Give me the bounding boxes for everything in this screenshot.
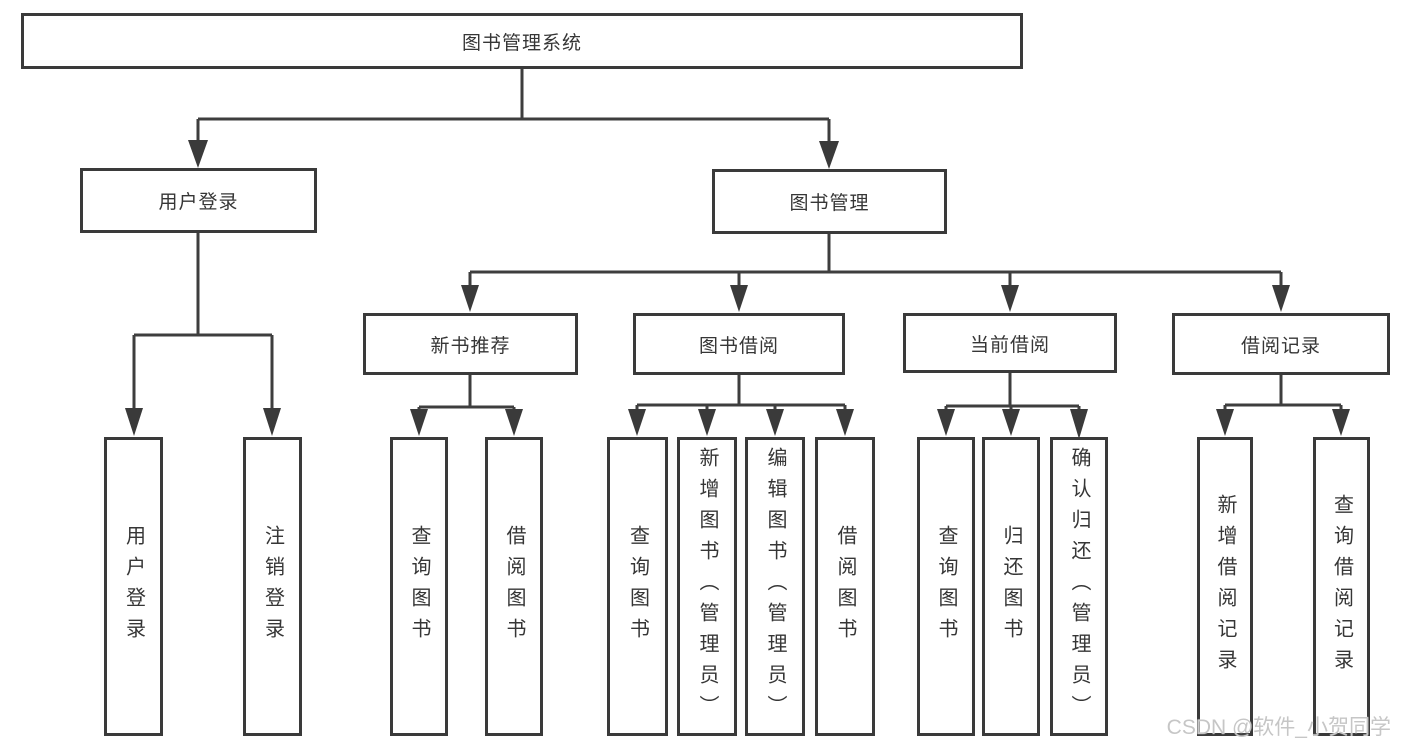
- leaf-query-books-1-label: 查询图书: [408, 524, 430, 649]
- edge-bookmgmt-children: [468, 234, 1283, 288]
- arrowhead: [410, 409, 428, 436]
- leaf-query-books-3-label: 查询图书: [935, 524, 957, 649]
- leaf-user-login-label: 用户登录: [122, 524, 145, 649]
- leaf-query-borrow-record-label: 查询借阅记录: [1330, 493, 1353, 680]
- csdn-watermark: CSDN @软件_小贺同学: [1166, 716, 1391, 739]
- edge-records-children: [1223, 375, 1343, 414]
- leaf-return-books-label: 归还图书: [1000, 524, 1022, 649]
- arrowhead: [766, 409, 784, 436]
- arrowhead: [1070, 409, 1088, 439]
- arrowhead: [1002, 409, 1020, 436]
- node-new-book-recommend: 新书推荐: [363, 313, 578, 375]
- arrowhead: [819, 141, 839, 169]
- arrowhead: [1332, 409, 1350, 436]
- arrowhead: [461, 285, 479, 312]
- leaf-borrow-books-1: 借阅图书: [485, 437, 543, 736]
- leaf-query-books-1: 查询图书: [390, 437, 448, 736]
- node-user-login: 用户登录: [80, 168, 317, 233]
- node-current-borrowing-label: 当前借阅: [969, 334, 1050, 356]
- arrowhead: [937, 409, 955, 436]
- arrowhead: [628, 409, 646, 436]
- node-new-book-recommend-label: 新书推荐: [430, 335, 511, 357]
- node-root-label: 图书管理系统: [461, 32, 582, 54]
- node-book-management: 图书管理: [712, 169, 947, 234]
- leaf-edit-books-admin: 编辑图书（管理员）: [745, 437, 805, 736]
- leaf-confirm-return-admin: 确认归还（管理员）: [1050, 437, 1108, 736]
- leaf-logout-label: 注销登录: [261, 524, 284, 649]
- arrowhead: [1272, 285, 1290, 312]
- edge-currentborrow-children: [944, 373, 1081, 414]
- arrowhead: [505, 409, 523, 436]
- leaf-add-borrow-record: 新增借阅记录: [1197, 437, 1253, 736]
- edge-bookborrow-children: [635, 375, 847, 414]
- leaf-query-books-2: 查询图书: [607, 437, 668, 736]
- node-current-borrowing: 当前借阅: [903, 313, 1117, 373]
- arrowhead: [836, 409, 854, 436]
- arrowhead: [1216, 409, 1234, 436]
- arrowhead: [263, 408, 281, 436]
- leaf-add-books-admin-label: 新增图书（管理员）: [696, 447, 718, 726]
- edge-userlogin-children: [132, 233, 274, 412]
- node-borrowing-records-label: 借阅记录: [1240, 335, 1321, 357]
- edge-newbookrec-children: [417, 375, 516, 414]
- node-root: 图书管理系统: [21, 13, 1023, 69]
- leaf-confirm-return-admin-label: 确认归还（管理员）: [1068, 447, 1090, 726]
- arrowhead: [698, 409, 716, 436]
- leaf-borrow-books-2: 借阅图书: [815, 437, 875, 736]
- arrowhead: [730, 285, 748, 312]
- node-book-borrowing: 图书借阅: [633, 313, 845, 375]
- leaf-borrow-books-1-label: 借阅图书: [503, 524, 525, 649]
- node-borrowing-records: 借阅记录: [1172, 313, 1390, 375]
- arrowhead: [125, 408, 143, 436]
- node-book-management-label: 图书管理: [789, 193, 870, 214]
- node-book-borrowing-label: 图书借阅: [698, 335, 779, 357]
- leaf-logout: 注销登录: [243, 437, 302, 736]
- leaf-query-books-3: 查询图书: [917, 437, 975, 736]
- leaf-add-borrow-record-label: 新增借阅记录: [1214, 493, 1236, 680]
- leaf-add-books-admin: 新增图书（管理员）: [677, 437, 737, 736]
- arrowhead: [1001, 285, 1019, 312]
- leaf-user-login: 用户登录: [104, 437, 163, 736]
- leaf-edit-books-admin-label: 编辑图书（管理员）: [764, 447, 786, 726]
- edge-root-children: [196, 69, 831, 144]
- leaf-query-books-2-label: 查询图书: [626, 524, 649, 649]
- arrowhead: [188, 140, 208, 168]
- leaf-return-books: 归还图书: [982, 437, 1040, 736]
- leaf-query-borrow-record: 查询借阅记录: [1313, 437, 1370, 736]
- leaf-borrow-books-2-label: 借阅图书: [834, 524, 856, 649]
- node-user-login-label: 用户登录: [158, 192, 239, 213]
